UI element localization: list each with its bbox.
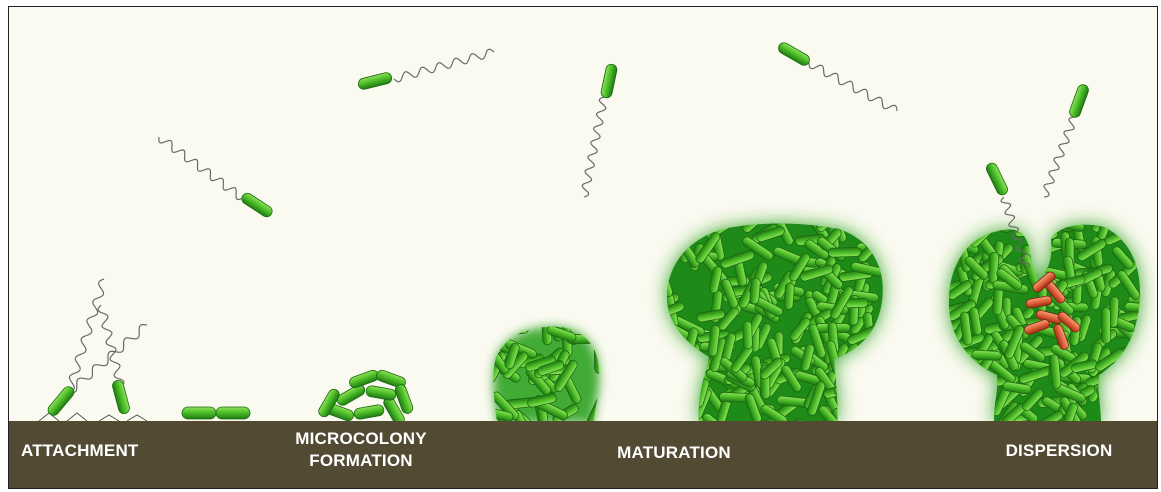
- bacterium: [972, 350, 1002, 361]
- stage-label-microcolony: MICROCOLONY FORMATION: [271, 428, 451, 472]
- bacterium: [992, 287, 1003, 315]
- attached-bacterium: [182, 407, 216, 419]
- bacterium: [1101, 308, 1111, 344]
- stage-label-microcolony-line2: FORMATION: [271, 450, 451, 472]
- biofilm-scene: [9, 7, 1158, 489]
- bacterium: [784, 283, 795, 310]
- stage-label-microcolony-line1: MICROCOLONY: [271, 428, 451, 450]
- stage-label-maturation: MATURATION: [589, 442, 759, 464]
- attached-bacterium: [216, 407, 250, 419]
- stage-label-attachment: ATTACHMENT: [21, 440, 171, 462]
- bacterium: [749, 278, 760, 305]
- stage-label-dispersion: DISPERSION: [984, 440, 1134, 462]
- biofilm-diagram-frame: ATTACHMENT MICROCOLONY FORMATION MATURAT…: [8, 6, 1158, 489]
- bacterium: [988, 252, 999, 283]
- bacterium: [743, 321, 753, 349]
- bacterium: [828, 247, 861, 257]
